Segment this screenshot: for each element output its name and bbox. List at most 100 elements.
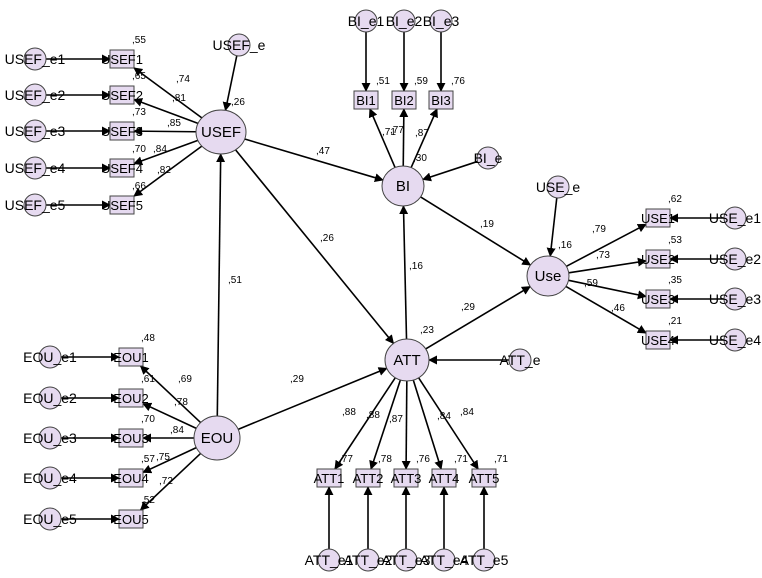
indicator-box-att2 [355,468,381,488]
error-circle-usef4 [23,156,47,180]
loading-arrow-att1 [334,377,396,470]
loading-coefficient: ,88 [366,410,380,421]
error-label: EOU_e5 [23,511,77,527]
indicator-r2: ,53 [668,235,682,246]
indicator-r2: ,52 [141,495,155,506]
error-circle-use2 [723,247,747,271]
error-label: USEF_e3 [5,123,66,139]
loading-arrow-bi2 [399,108,409,167]
indicator-r2: ,71 [494,454,508,465]
loading-coefficient: ,46 [611,303,625,314]
disturbance-arrow-use_e [546,197,558,258]
latent-label: BI [396,178,410,195]
indicator-r2: ,21 [668,316,682,327]
indicator-box-bi1 [353,90,379,110]
indicator-label: BI3 [431,93,451,108]
error-circle-att3 [394,548,418,572]
loading-arrow-use2 [568,257,647,274]
indicator-box-att3 [393,468,419,488]
indicator-label: USE4 [641,333,675,348]
indicator-r2: ,78 [378,454,392,465]
loading-coefficient: ,72 [159,476,173,487]
indicator-label: USE3 [641,292,675,307]
error-label: ATT_e5 [460,552,509,568]
error-circle-bi2 [392,9,416,33]
loading-arrow-eou4 [142,446,197,474]
error-circle-usef2 [23,83,47,107]
indicator-label: EOU1 [113,350,148,365]
loading-arrow-usef3 [133,126,197,136]
path-arrow-att-bi [399,205,409,340]
indicator-r2: ,61 [141,374,155,385]
indicator-r2: ,73 [132,107,146,118]
indicator-label: USE2 [641,252,675,267]
error-label: USE_e4 [709,332,761,348]
indicator-box-bi3 [428,90,454,110]
loading-coefficient: ,85 [167,118,181,129]
indicator-label: USEF4 [101,161,143,176]
latent-r2: ,26 [231,97,245,108]
indicator-r2: ,48 [141,333,155,344]
path-arrow-eou-usef [216,153,226,417]
error-label: USE_e3 [709,291,761,307]
latent-use [526,255,570,297]
coefficients-layer: ,47,26,51,29,16,29,19,74,55,81,65,85,73,… [132,35,682,506]
loading-coefficient: ,69 [178,374,192,385]
error-circle-eou4 [38,466,62,490]
indicator-label: BI1 [356,93,376,108]
indicator-r2: ,66 [132,181,146,192]
loading-coefficient: ,87 [389,414,403,425]
loading-arrow-use4 [565,285,647,334]
loading-coefficient: ,73 [596,250,610,261]
indicator-box-usef2 [109,85,135,105]
indicator-box-usef1 [109,49,135,69]
loading-coefficient: ,82 [157,165,171,176]
indicator-box-use3 [645,289,671,309]
indicator-box-eou5 [118,509,144,529]
latent-eou [193,415,241,461]
error-circle-bi3 [429,9,453,33]
indicator-box-att5 [471,468,497,488]
indicator-label: USE1 [641,211,675,226]
indicator-r2: ,70 [141,414,155,425]
loading-coefficient: ,84 [460,407,474,418]
path-arrow-att-use [425,285,531,350]
latent-r2: ,16 [558,240,572,251]
disturbance-arrow-bi_e [421,160,478,182]
loading-arrow-eou1 [139,365,202,424]
path-coefficient: ,26 [320,233,334,244]
indicator-box-eou1 [118,347,144,367]
error-circle-use3 [723,287,747,311]
indicator-label: EOU2 [113,391,148,406]
error-label: BI_e2 [386,13,423,29]
error-label: EOU_e1 [23,349,77,365]
loading-arrow-att5 [417,377,479,470]
indicator-box-use4 [645,330,671,350]
loading-coefficient: ,71 [382,127,396,138]
indicator-label: BI2 [394,93,414,108]
indicator-label: USEF3 [101,124,143,139]
error-label: USE_e1 [709,210,761,226]
error-label: ATT_e2 [344,552,393,568]
loading-arrow-att4 [412,379,444,470]
indicator-r2: ,76 [416,454,430,465]
latent-r2: ,30 [413,153,427,164]
error-circle-att2 [356,548,380,572]
loading-arrow-usef5 [133,145,203,197]
loading-coefficient: ,84 [170,425,184,436]
error-circle-eou3 [38,426,62,450]
latent-usef [195,109,247,155]
indicator-box-bi2 [391,90,417,110]
loading-coefficient: ,59 [584,278,598,289]
indicator-box-eou4 [118,468,144,488]
disturbance-circle-att_e [508,348,532,372]
loading-arrow-bi3 [410,108,438,168]
indicator-r2: ,70 [132,144,146,155]
disturbance-circle-bi_e [476,146,500,170]
indicator-box-usef3 [109,121,135,141]
latent-label: USEF [201,124,241,141]
path-arrow-usef-bi [244,138,384,183]
loading-coefficient: ,79 [592,224,606,235]
indicator-label: ATT2 [353,471,384,486]
loading-coefficient: ,81 [172,93,186,104]
